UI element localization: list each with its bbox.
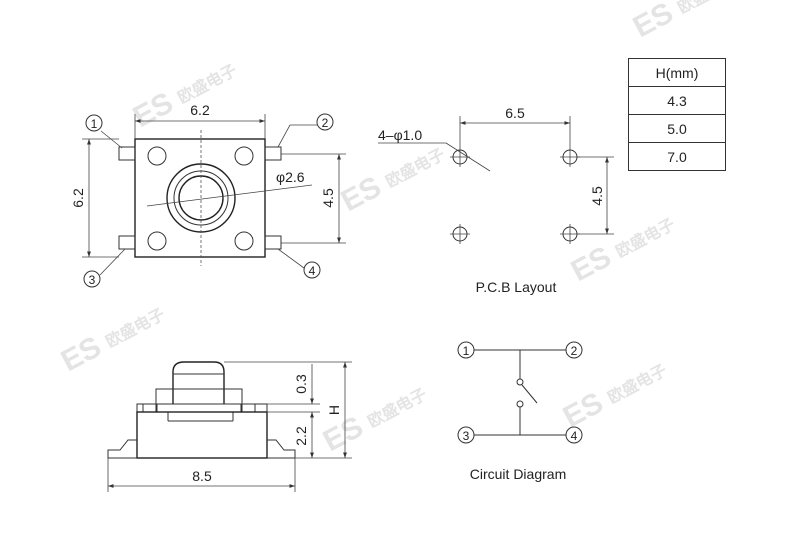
table-row: 4.3 xyxy=(628,86,726,115)
terminal-pin-2 xyxy=(264,146,282,161)
circuit-pin-1 xyxy=(457,341,475,359)
top-view-body xyxy=(134,138,266,258)
side-cover xyxy=(155,388,243,413)
circuit-pin-4 xyxy=(565,426,583,444)
svg-text:4: 4 xyxy=(571,429,578,443)
terminal-pin-4 xyxy=(264,235,282,250)
side-actuator xyxy=(172,361,225,404)
circuit-pin-3 xyxy=(457,426,475,444)
side-body xyxy=(136,411,268,459)
pin-callout-2 xyxy=(316,113,334,131)
dim-side-top-label: 0.3 xyxy=(293,374,309,394)
terminal-pin-3 xyxy=(118,235,136,250)
svg-text:ES: ES xyxy=(558,386,609,434)
dim-side-width-label: 8.5 xyxy=(192,468,212,484)
table-row: 7.0 xyxy=(628,142,726,171)
dim-height-label: 6.2 xyxy=(70,188,86,208)
svg-text:欧盛电子: 欧盛电子 xyxy=(604,360,669,407)
height-table-header-row: H(mm) xyxy=(628,58,726,87)
pcb-hole xyxy=(450,224,470,244)
dim-side-bottom-label: 2.2 xyxy=(293,426,309,446)
svg-text:4: 4 xyxy=(309,264,316,278)
height-table-header: H(mm) xyxy=(628,58,726,87)
actuator-leader xyxy=(146,184,313,207)
corner-boss xyxy=(147,146,167,166)
actuator-diameter-label: φ2.6 xyxy=(276,169,305,185)
height-value: 7.0 xyxy=(628,142,726,171)
svg-text:ES: ES xyxy=(318,410,369,458)
watermark-3: ES 欧盛电子 xyxy=(566,214,678,288)
pcb-hole-leader xyxy=(445,142,491,172)
dim-pcb-v-pitch-label: 4.5 xyxy=(589,186,605,206)
terminal-pin-1 xyxy=(118,146,136,161)
watermark-2: ES 欧盛电子 xyxy=(336,144,448,218)
height-table: H(mm) 4.3 5.0 7.0 xyxy=(628,58,726,171)
height-value: 4.3 xyxy=(628,86,726,115)
dim-width-label: 6.2 xyxy=(190,102,210,118)
pin-callout-1 xyxy=(85,114,103,132)
svg-text:ES: ES xyxy=(566,240,617,288)
watermark-7: ES 欧盛电子 xyxy=(628,0,740,44)
svg-text:欧盛电子: 欧盛电子 xyxy=(674,0,739,17)
svg-text:欧盛电子: 欧盛电子 xyxy=(382,144,447,191)
dim-pin-pitch-label: 4.5 xyxy=(320,188,336,208)
pcb-hole xyxy=(560,224,580,244)
pcb-hole-label: 4–φ1.0 xyxy=(378,127,422,143)
svg-text:ES: ES xyxy=(628,0,679,44)
pin-callout-4 xyxy=(303,261,321,279)
circuit-diagram-title: Circuit Diagram xyxy=(470,466,566,482)
svg-text:欧盛电子: 欧盛电子 xyxy=(364,384,429,431)
corner-boss xyxy=(234,146,254,166)
dim-pcb-h-pitch-label: 6.5 xyxy=(505,105,525,121)
svg-text:1: 1 xyxy=(91,117,98,131)
dim-side-height-label: H xyxy=(326,405,342,415)
svg-text:3: 3 xyxy=(463,429,470,443)
table-row: 5.0 xyxy=(628,114,726,143)
side-leg-left xyxy=(107,439,137,459)
pcb-hole xyxy=(560,147,580,167)
svg-text:欧盛电子: 欧盛电子 xyxy=(102,304,167,351)
svg-text:2: 2 xyxy=(322,116,329,130)
svg-text:ES: ES xyxy=(336,170,387,218)
svg-text:1: 1 xyxy=(463,344,470,358)
pcb-layout-title: P.C.B Layout xyxy=(476,279,557,295)
circuit-diagram: 1 2 3 4 Circuit Diagram xyxy=(457,341,583,482)
svg-text:欧盛电子: 欧盛电子 xyxy=(612,214,677,261)
watermark-5: ES 欧盛电子 xyxy=(318,384,430,458)
switch-lever xyxy=(521,384,538,404)
watermark-6: ES 欧盛电子 xyxy=(558,360,670,434)
top-view: 6.2 6.2 φ2.6 4.5 1 2 3 4 xyxy=(70,102,346,288)
switch-contact xyxy=(516,400,524,408)
watermark-1: ES 欧盛电子 xyxy=(128,60,240,134)
circuit-pin-2 xyxy=(565,341,583,359)
svg-text:ES: ES xyxy=(128,86,179,134)
pcb-hole xyxy=(450,147,470,167)
watermark-4: ES 欧盛电子 xyxy=(56,304,168,378)
side-view: 8.5 0.3 2.2 H xyxy=(107,361,352,492)
corner-boss xyxy=(234,231,254,251)
height-value: 5.0 xyxy=(628,114,726,143)
switch-contact xyxy=(516,378,524,386)
side-leg-right xyxy=(267,439,296,459)
pcb-layout: 6.5 4.5 4–φ1.0 P.C.B Layout xyxy=(378,105,614,295)
svg-text:欧盛电子: 欧盛电子 xyxy=(174,60,239,107)
svg-text:3: 3 xyxy=(89,273,96,287)
svg-text:2: 2 xyxy=(571,344,578,358)
corner-boss xyxy=(147,231,167,251)
svg-text:ES: ES xyxy=(56,330,107,378)
pin-callout-3 xyxy=(83,270,101,288)
